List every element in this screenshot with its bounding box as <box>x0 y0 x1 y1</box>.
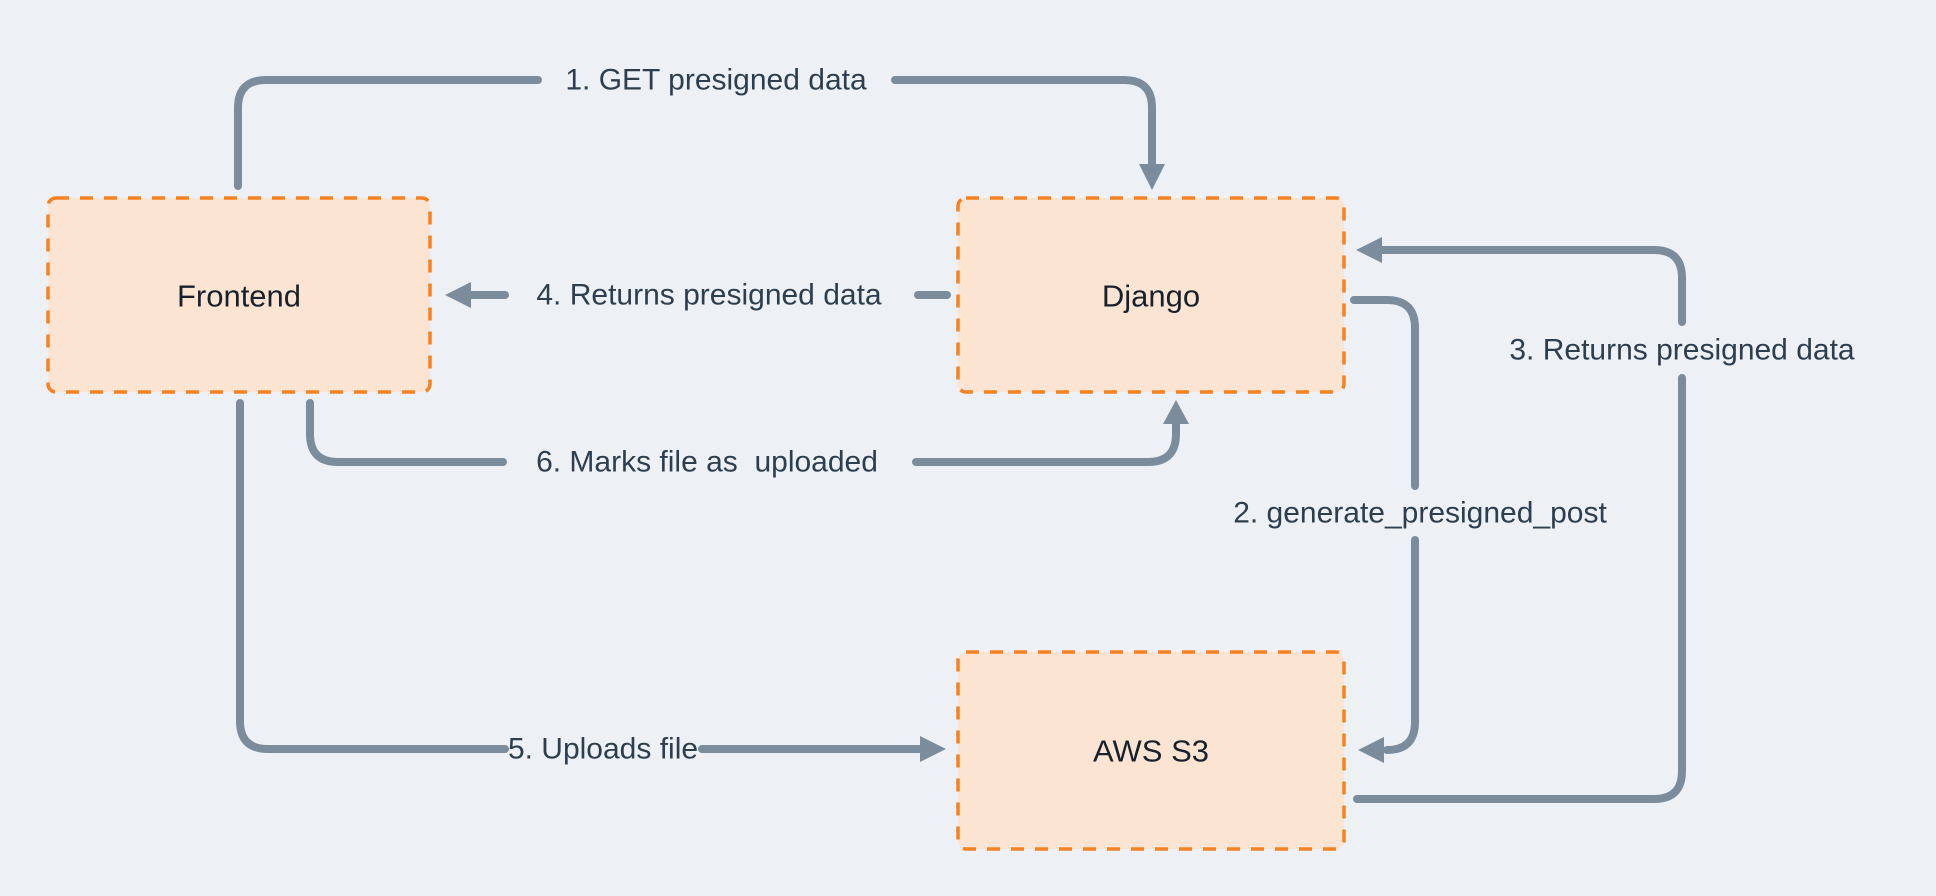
node-aws-s3-box <box>956 650 1346 851</box>
connection-uploads-file: 5. Uploads file <box>236 399 946 766</box>
connection-generate-presigned-post: 2. generate_presigned_post <box>1233 296 1607 763</box>
connection-3-label: 3. Returns presigned data <box>1509 334 1855 367</box>
arrowhead-left-icon <box>1356 237 1382 263</box>
connection-get-presigned-data: 1. GET presigned data <box>234 64 1165 190</box>
node-frontend-box <box>46 196 432 394</box>
node-frontend-label: Frontend <box>177 279 301 314</box>
arrowhead-left-icon <box>1358 737 1384 763</box>
connection-marks-file-uploaded: 6. Marks file as uploaded <box>306 399 1189 479</box>
connection-5-label: 5. Uploads file <box>508 733 698 766</box>
connection-returns-presigned-data-to-frontend: 4. Returns presigned data <box>445 279 951 312</box>
node-django-box <box>956 196 1346 394</box>
connection-6-label: 6. Marks file as uploaded <box>536 446 878 479</box>
connection-2-label: 2. generate_presigned_post <box>1233 497 1607 530</box>
node-django-label: Django <box>1102 279 1200 314</box>
arrowhead-up-icon <box>1163 400 1189 424</box>
connection-3-line-top <box>1378 246 1686 326</box>
connection-6-line-right <box>912 420 1180 466</box>
arrowhead-left-icon <box>445 282 471 308</box>
connection-4-label: 4. Returns presigned data <box>536 279 882 312</box>
connection-6-line-left <box>306 399 507 466</box>
node-aws-s3: AWS S3 <box>956 650 1346 851</box>
arrowhead-right-icon <box>920 736 946 762</box>
arrowhead-down-icon <box>1139 164 1165 190</box>
connection-1-line-left <box>234 76 542 190</box>
node-django: Django <box>956 196 1346 394</box>
connection-5-line-left <box>236 399 509 753</box>
connection-1-line-right <box>891 76 1156 168</box>
connection-2-line-top <box>1350 296 1419 490</box>
connection-returns-presigned-data-to-django: 3. Returns presigned data <box>1353 237 1855 803</box>
node-frontend: Frontend <box>46 196 432 394</box>
connection-1-label: 1. GET presigned data <box>565 64 867 97</box>
connection-3-line-bottom <box>1353 374 1686 803</box>
node-aws-s3-label: AWS S3 <box>1093 734 1209 769</box>
connection-2-line-bottom <box>1383 536 1419 754</box>
